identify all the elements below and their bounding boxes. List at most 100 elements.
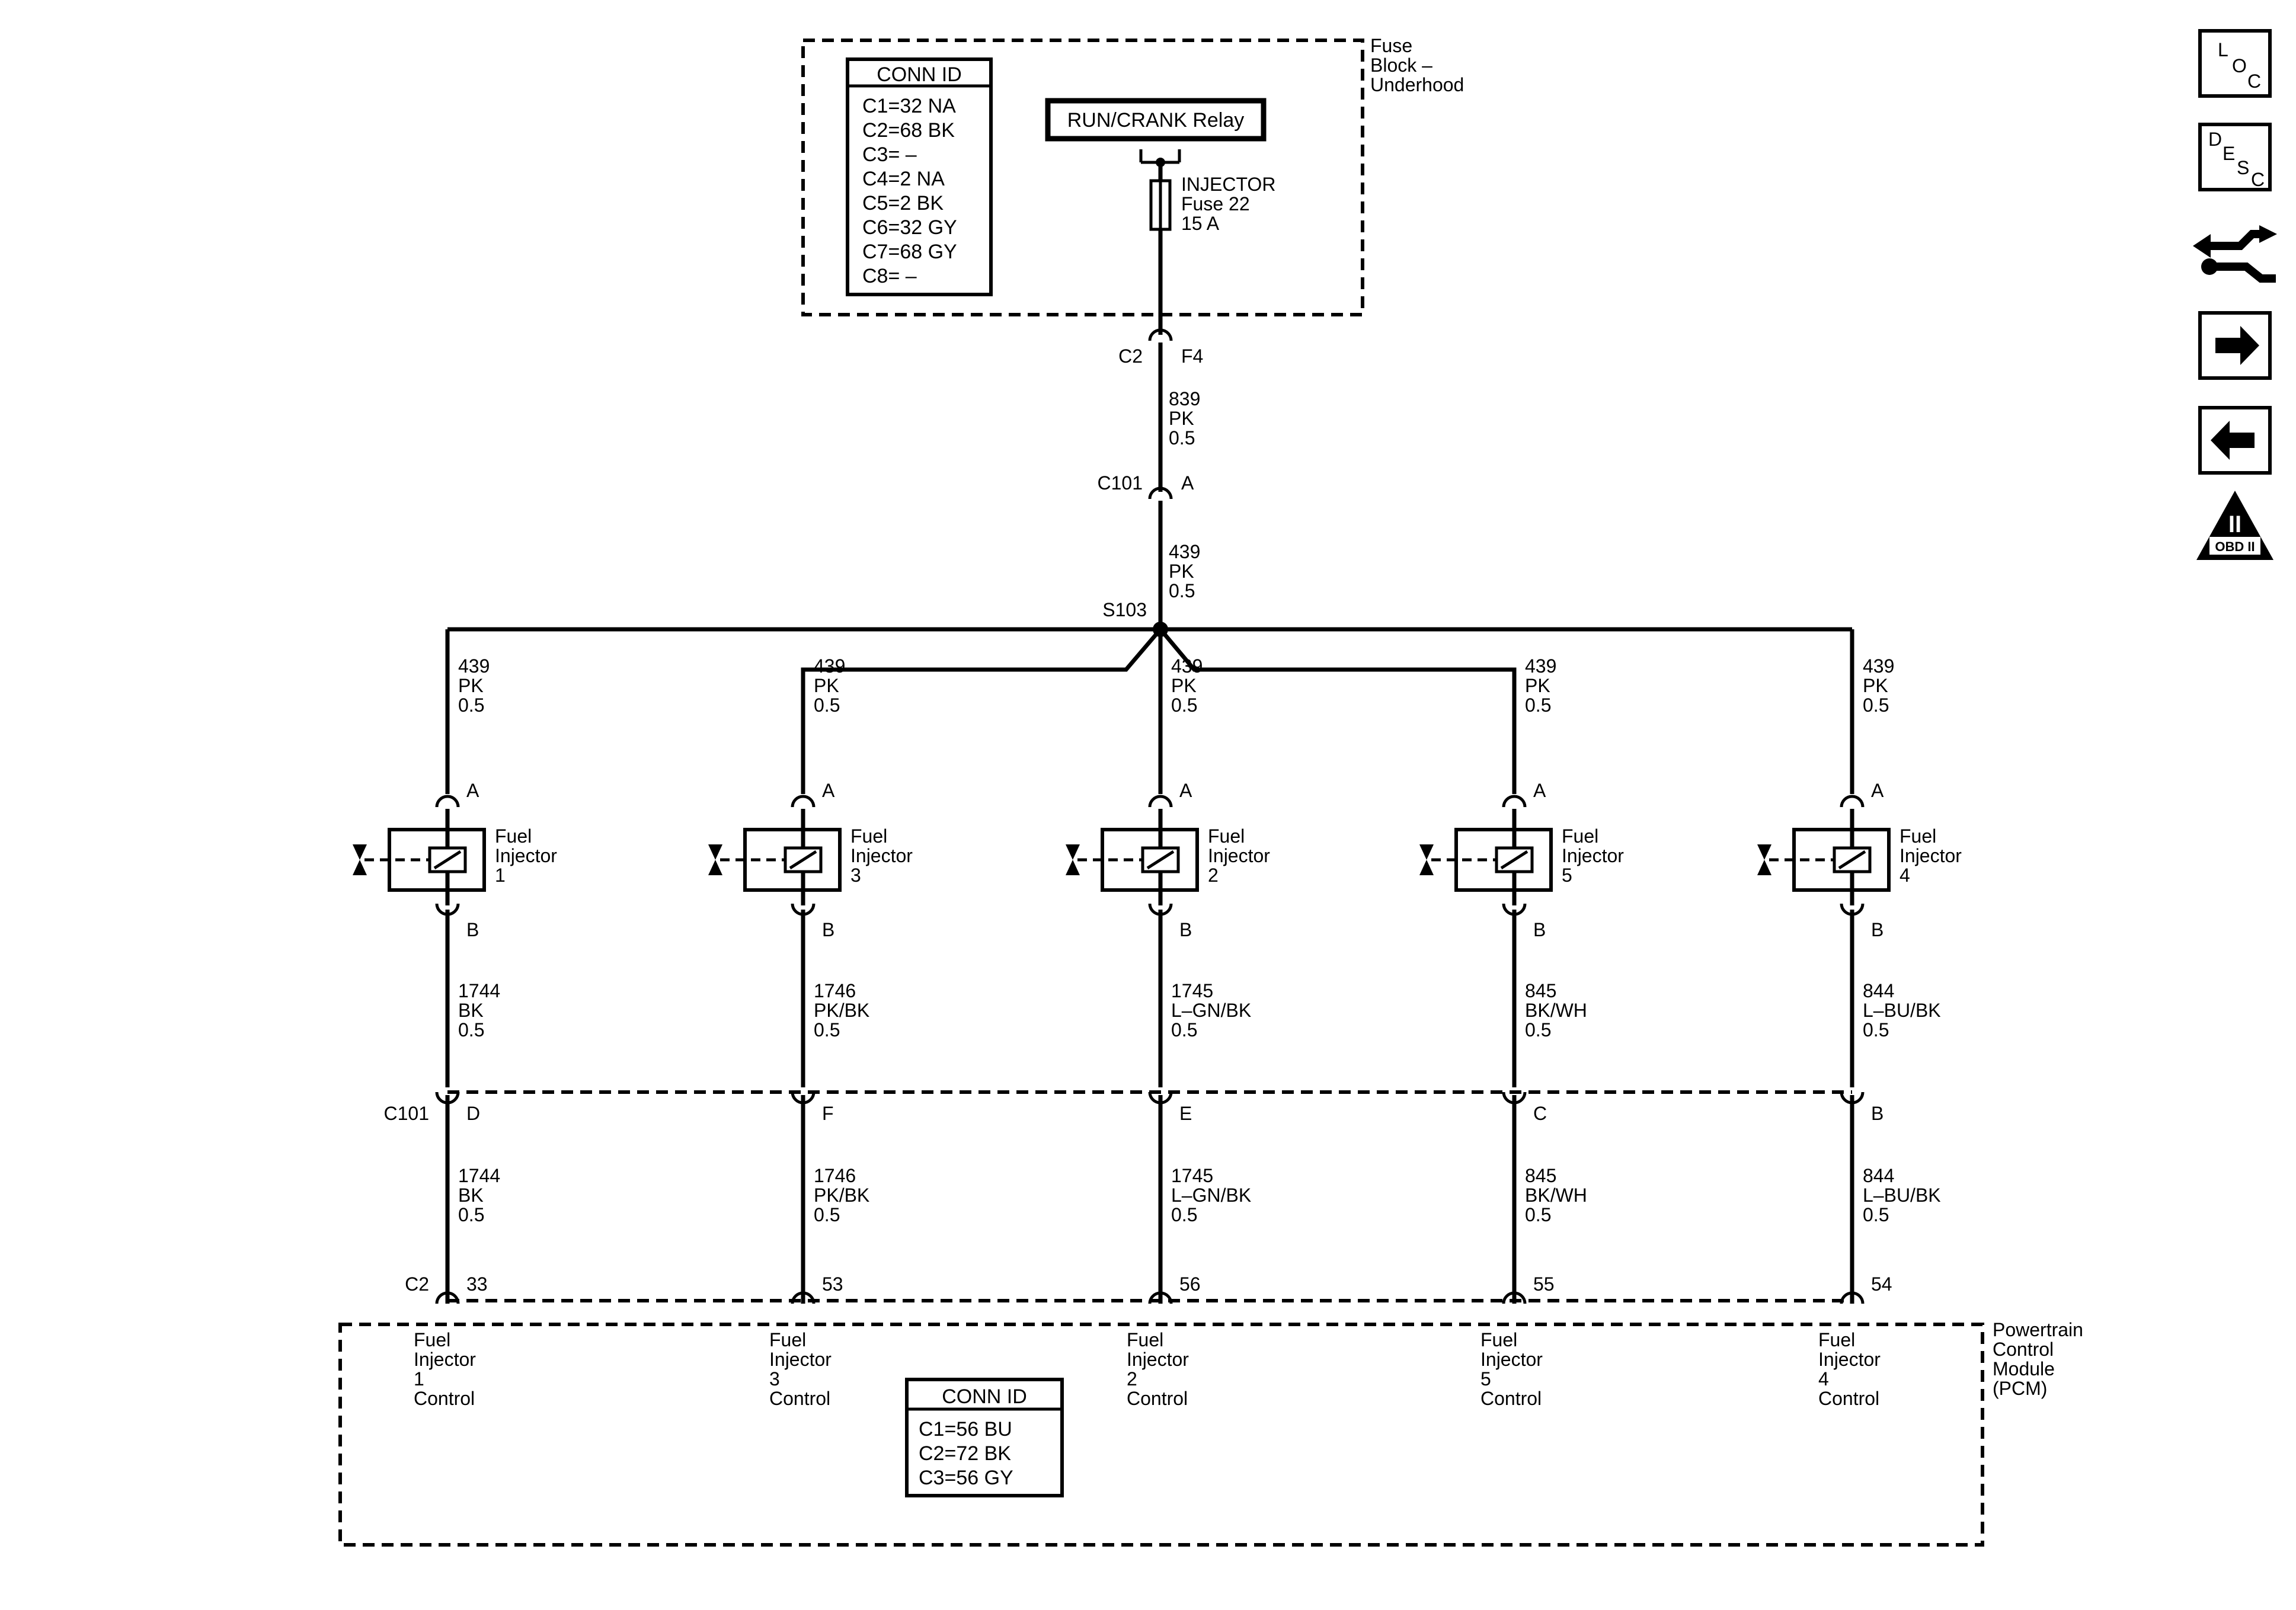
injector-name-line: Injector [495,845,557,866]
pcm-input-label: Injector [1480,1349,1543,1370]
trunk-wire-lower-1: 439 [1169,541,1200,562]
feed-trunk: 839 PK 0.5 C101 A 439 PK 0.5 S103 [445,343,1854,794]
relay-label: RUN/CRANK Relay [1067,109,1245,132]
feed-wire-circuit: 439 [1863,655,1894,677]
injector-fuse: INJECTOR Fuse 22 15 A [1149,162,1275,327]
feed-wire-circuit: 439 [458,655,490,677]
injector-number: 4 [1900,865,1910,886]
injector-columns: 439PK0.5AFuelInjector1B1744BK0.5D1744BK0… [353,655,1962,1409]
pcm-wire-circuit: 1745 [1171,1165,1213,1186]
signal-wire-color: PK/BK [814,1000,869,1021]
injector-name-line: Injector [1562,845,1624,866]
svg-text:OBD II: OBD II [2215,539,2255,554]
svg-text:E: E [2223,143,2235,164]
pcm-input-label: Fuel [1480,1329,1517,1350]
feed-wire-circuit: 439 [1171,655,1203,677]
pcm-input-label: Injector [769,1349,832,1370]
fuse-block-label-1: Fuse [1370,35,1412,56]
previous-arrow-icon[interactable] [2198,406,2272,475]
feed-wire-size: 0.5 [458,694,484,716]
loc-icon[interactable]: L O C [2198,29,2272,98]
pcm-pin-label: 55 [1533,1273,1555,1295]
c101-pin-label: F [822,1103,834,1124]
pcm-wire-color: L–GN/BK [1171,1185,1251,1206]
injector-name-line: Fuel [495,825,532,847]
signal-wire-circuit: 844 [1863,980,1894,1001]
signal-wire-color: BK/WH [1525,1000,1587,1021]
svg-text:C: C [2247,71,2261,92]
valve-icon [708,844,722,875]
pcm-input-label: Fuel [1127,1329,1163,1350]
obd-ii-icon[interactable]: II OBD II [2196,491,2273,560]
pcm-input-label: Control [1480,1388,1542,1409]
injector-name-line: Fuel [850,825,887,847]
injector-column-3: 439PK0.5AFuelInjector2B1745L–GN/BK0.5E17… [1066,655,1270,1409]
feed-wire-size: 0.5 [1525,694,1551,716]
pcm-wire-circuit: 844 [1863,1165,1894,1186]
injector-pin-b-label: B [466,919,479,940]
injector-pin-a-connector [1148,795,1173,808]
side-toolbar: L O C D E S C [2193,29,2277,560]
svg-text:C: C [2251,169,2265,190]
feed-wire-color: PK [814,675,839,696]
fuse-label-2: Fuse 22 [1181,193,1250,215]
pcm-wire-color: BK/WH [1525,1185,1587,1206]
pcm-input-label: 2 [1127,1368,1137,1390]
c101-pin-label: D [466,1103,480,1124]
fuse-block: Fuse Block – Underhood CONN ID C1=32 NA … [801,35,1464,367]
signal-wire-size: 0.5 [1863,1019,1889,1041]
injector-pin-a-connector [435,795,460,808]
conn-id-row: C4=2 NA [862,168,945,190]
injector-column-2: 439PK0.5AFuelInjector3B1746PK/BK0.5F1746… [708,655,913,1409]
pcm-connector-c2-label: C2 [405,1273,429,1295]
c101-pin-label: B [1871,1103,1884,1124]
pcm-module: Powertrain Control Module (PCM) CONN ID … [338,1319,2083,1547]
pcm-input-label: Injector [1127,1349,1189,1370]
pcm-input-label: Control [1127,1388,1188,1409]
fuse-block-connector-c2: C2 F4 [1118,327,1203,367]
desc-icon[interactable]: D E S C [2198,123,2272,191]
injector-name-line: Fuel [1208,825,1245,847]
injector-pin-a-label: A [1179,780,1192,801]
injector-name-line: Fuel [1562,825,1598,847]
trunk-wire-lower-2: PK [1169,561,1194,582]
pcm-wire-size: 0.5 [814,1204,840,1225]
injector-name-line: Injector [1208,845,1270,866]
fuse-label-1: INJECTOR [1181,174,1275,195]
pcm-input-label: Control [1818,1388,1879,1409]
pcm-label-3: Module [1993,1358,2055,1379]
pcm-pin-label: 53 [822,1273,843,1295]
c101-lower-label: C101 [384,1103,430,1124]
pcm-conn-id-row: C2=72 BK [919,1442,1011,1465]
pcm-wire-circuit: 1744 [458,1165,500,1186]
trunk-wire-upper-3: 0.5 [1169,427,1195,449]
connector-f4-pin: F4 [1181,345,1203,367]
connector-path-icon[interactable] [2193,225,2277,283]
svg-text:O: O [2232,55,2247,76]
pcm-conn-id-title: CONN ID [942,1385,1027,1408]
signal-wire-circuit: 1744 [458,980,500,1001]
pcm-wire-color: L–BU/BK [1863,1185,1941,1206]
conn-id-row: C1=32 NA [862,95,956,117]
signal-wire-size: 0.5 [458,1019,484,1041]
c101-label: C101 [1098,472,1143,494]
fuse-label-3: 15 A [1181,213,1220,234]
injector-name-line: Injector [1900,845,1962,866]
svg-text:II: II [2228,511,2241,537]
conn-id-row: C6=32 GY [862,216,957,239]
valve-icon [1066,844,1080,875]
c101-connector-a: C101 A [1098,472,1194,500]
pcm-input-label: Control [769,1388,830,1409]
pcm-input-label: Injector [1818,1349,1881,1370]
svg-text:L: L [2218,39,2228,60]
conn-id-row: C7=68 GY [862,241,957,263]
feed-wire-color: PK [458,675,484,696]
next-arrow-icon[interactable] [2198,311,2272,380]
conn-id-row: C3= – [862,143,917,166]
svg-text:D: D [2208,129,2222,150]
injector-number: 5 [1562,865,1572,886]
injector-pin-a-label: A [1871,780,1884,801]
pcm-input-label: 3 [769,1368,780,1390]
injector-column-4: 439PK0.5AFuelInjector5B845BK/WH0.5C845BK… [1419,655,1624,1409]
